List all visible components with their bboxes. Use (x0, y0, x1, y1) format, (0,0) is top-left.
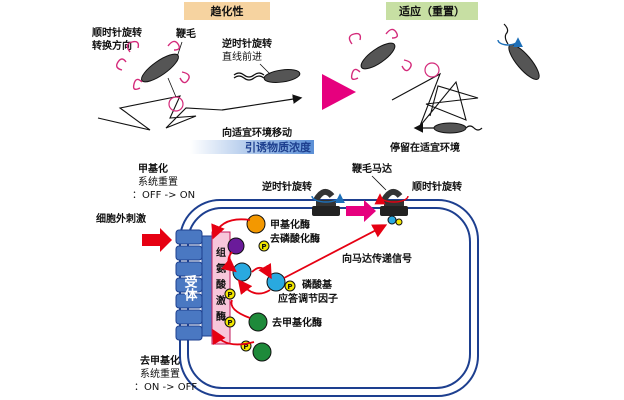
bacterium-tumbling (115, 40, 190, 91)
ccw-rotation-label: 逆时针旋转 (262, 180, 312, 193)
phosphate-badge-4-label: P (227, 319, 232, 327)
adapt-highlight-circle (424, 62, 440, 78)
phosphate-badge-4 (224, 316, 236, 328)
regulator-label: 应答调节因子 (278, 292, 338, 305)
motor-callout-line (371, 175, 387, 191)
straight-run-arrow (221, 94, 303, 111)
tumble-callout-line (167, 77, 177, 98)
phosphate-label: 磷酸基 (302, 278, 333, 291)
phosphate-badge-1 (258, 240, 270, 252)
demethylase-node (248, 312, 268, 332)
phosphate-badge-5-label: P (243, 343, 248, 351)
dephosphorylase-label: 去磷酸化酶 (270, 232, 320, 245)
label-ccw-straight-2: 直线前进 (222, 50, 262, 63)
title-box-chemotaxis (184, 2, 270, 20)
signal-label: 向马达传递信号 (342, 252, 412, 265)
label-gradient: 引诱物质浓度 (245, 140, 312, 154)
motor-cw (374, 188, 409, 226)
gradient-bar (190, 140, 314, 154)
random-walk-path (97, 95, 223, 131)
progress-arrow (322, 74, 356, 110)
kinase-char-1: 组 (216, 246, 226, 259)
kinase-char-3: 酸 (216, 278, 227, 291)
cw-rotation-label: 顺时针旋转 (412, 180, 462, 193)
methyltransferase-node (246, 214, 266, 234)
label-ccw-straight-1: 逆时针旋转 (222, 37, 272, 50)
phosphate-badge-2 (284, 280, 296, 292)
stimulus-arrow (142, 228, 172, 252)
flagellar-motor-label: 鞭毛马达 (352, 162, 392, 175)
label-move: 向适宜环境移动 (222, 126, 292, 139)
phosphate-badge-1-label: P (261, 243, 266, 251)
regulator-node-1 (232, 262, 252, 282)
phosphate-badge-3-label: P (227, 291, 232, 299)
confined-walk-path (391, 72, 479, 127)
kinase-char-4: 激 (216, 294, 226, 307)
title-box-adaptation (386, 2, 478, 20)
straight-callout-line (259, 63, 271, 75)
label-flagellum: 鞭毛 (176, 27, 196, 40)
bacterium-rotating (497, 23, 540, 80)
demethylation-line2: 系统重置 (140, 367, 180, 380)
kinase-char-5: 酶 (216, 310, 226, 323)
label-cw-switch-2: 转换方向 (92, 39, 132, 52)
demethylation-title: 去甲基化 (140, 354, 180, 367)
motor-ccw (311, 188, 345, 216)
demethylase-label: 去甲基化酶 (272, 316, 322, 329)
external-stimulus-label: 细胞外刺激 (96, 212, 146, 225)
receptor-stack (175, 229, 213, 341)
title-adaptation: 适应（重置） (399, 4, 465, 18)
methylation-line2: 系统重置 (138, 175, 178, 188)
phosphate-badge-3 (224, 288, 236, 300)
label-cw-switch-1: 顺时针旋转 (92, 26, 142, 39)
receptor-label: 受体 (182, 274, 198, 302)
motor-switch-arrow (346, 200, 376, 222)
pathway-arrows (211, 218, 388, 346)
methylation-line3: ：OFF -> ON (132, 190, 195, 201)
title-chemotaxis: 趋化性 (211, 4, 244, 18)
bacterium-adapted (348, 28, 412, 81)
bacterium-running-right (413, 122, 483, 134)
methylation-title: 甲基化 (138, 162, 168, 175)
phosphate-badge-2-label: P (287, 283, 292, 291)
demethylation-line3: ：ON -> OFF (134, 382, 197, 393)
methyltransferase-label: 甲基化酶 (270, 218, 310, 231)
kinase-char-2: 氨 (216, 262, 226, 275)
label-stay: 停留在适宜环境 (390, 141, 460, 154)
dephosphorylase-node (227, 237, 245, 255)
bacterium-swimming (233, 69, 301, 83)
demethylase-node-2 (252, 342, 272, 362)
